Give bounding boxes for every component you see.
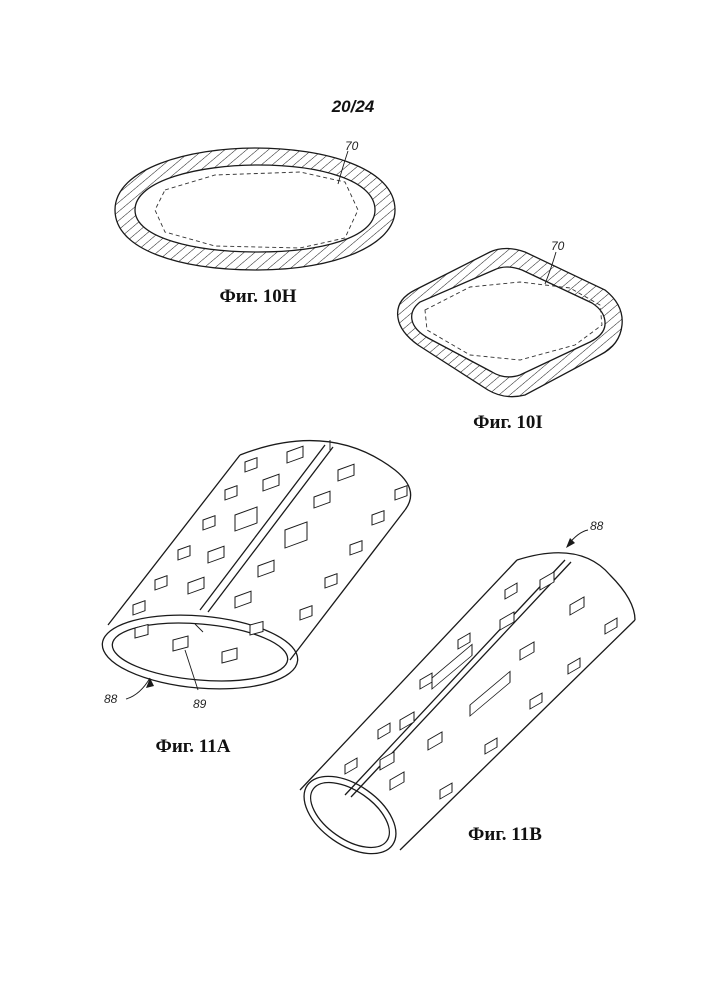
window <box>287 446 303 463</box>
window <box>390 772 404 790</box>
edge-tab <box>245 458 257 472</box>
long-slot <box>470 671 510 716</box>
fig-11a-leader-88 <box>126 678 150 699</box>
fig-11b-seam-left <box>345 560 565 795</box>
fig-11b-windows-left <box>345 572 554 774</box>
edge-tab <box>568 658 580 674</box>
fig-10h-dashed-contour <box>155 172 358 248</box>
edge-tab <box>133 601 145 615</box>
fig-10i-ref-70: 70 <box>551 239 565 253</box>
fig-11b-near-end-inner <box>299 770 400 861</box>
fig-10h-caption: Фиг. 10H <box>219 286 296 307</box>
fig-11b-caption: Фиг. 11B <box>468 824 542 845</box>
window <box>235 507 257 531</box>
fig-10i-hatched-wall <box>398 249 623 397</box>
edge-tab <box>420 673 432 689</box>
fig-11a-caption: Фиг. 11A <box>156 736 231 757</box>
edge-tab <box>203 516 215 530</box>
long-slot <box>432 644 472 689</box>
fig-10h-ref-70: 70 <box>345 139 359 153</box>
edge-tab <box>300 606 312 620</box>
inner-window <box>173 636 188 651</box>
window <box>338 464 354 481</box>
fig-11a-ref-88: 88 <box>104 692 118 706</box>
window <box>314 491 330 508</box>
fig-11b-ref-88: 88 <box>590 519 604 533</box>
fig-11b-right-edge <box>400 620 635 850</box>
fig-11b-arrow-88 <box>566 538 575 548</box>
fig-11a-windows-left <box>133 446 303 615</box>
window <box>400 712 414 730</box>
fig-11a-ref-89: 89 <box>193 697 207 711</box>
figure-11b: 88 Фиг. 11B <box>290 519 635 869</box>
edge-tab <box>178 546 190 560</box>
window <box>500 612 514 630</box>
edge-tab <box>530 693 542 709</box>
figure-10h: 70 Фиг. 10H <box>115 139 395 307</box>
edge-tab <box>395 486 407 500</box>
edge-tab <box>458 633 470 649</box>
window <box>258 560 274 577</box>
edge-tab <box>485 738 497 754</box>
page-number: 20/24 <box>331 97 375 116</box>
inner-window <box>135 625 148 638</box>
edge-tab <box>350 541 362 555</box>
fig-11a-left-edge <box>108 455 240 625</box>
edge-tab <box>505 583 517 599</box>
window <box>285 522 307 548</box>
fig-11b-near-end-outer <box>290 761 410 870</box>
edge-tab <box>605 618 617 634</box>
edge-tab <box>378 723 390 739</box>
fig-11b-left-edge <box>300 560 517 790</box>
window <box>188 577 204 594</box>
window <box>570 597 584 615</box>
window <box>520 642 534 660</box>
fig-11a-inner-seam <box>195 624 203 632</box>
fig-10i-caption: Фиг. 10I <box>473 412 543 433</box>
figure-10i: 70 Фиг. 10I <box>398 239 623 433</box>
fig-10h-hatched-wall <box>115 148 395 270</box>
window <box>263 474 279 491</box>
fig-11a-leader-89 <box>185 650 198 690</box>
figure-11a: 88 89 Фиг. 11A <box>99 440 410 757</box>
edge-tab <box>345 758 357 774</box>
window <box>428 732 442 750</box>
inner-window <box>250 622 263 635</box>
edge-tab <box>155 576 167 590</box>
edge-tab <box>325 574 337 588</box>
edge-tab <box>225 486 237 500</box>
window <box>235 591 251 608</box>
edge-tab <box>440 783 452 799</box>
edge-tab <box>372 511 384 525</box>
inner-window <box>222 648 237 663</box>
window <box>208 546 224 563</box>
fig-11a-near-end-outer <box>99 608 301 697</box>
